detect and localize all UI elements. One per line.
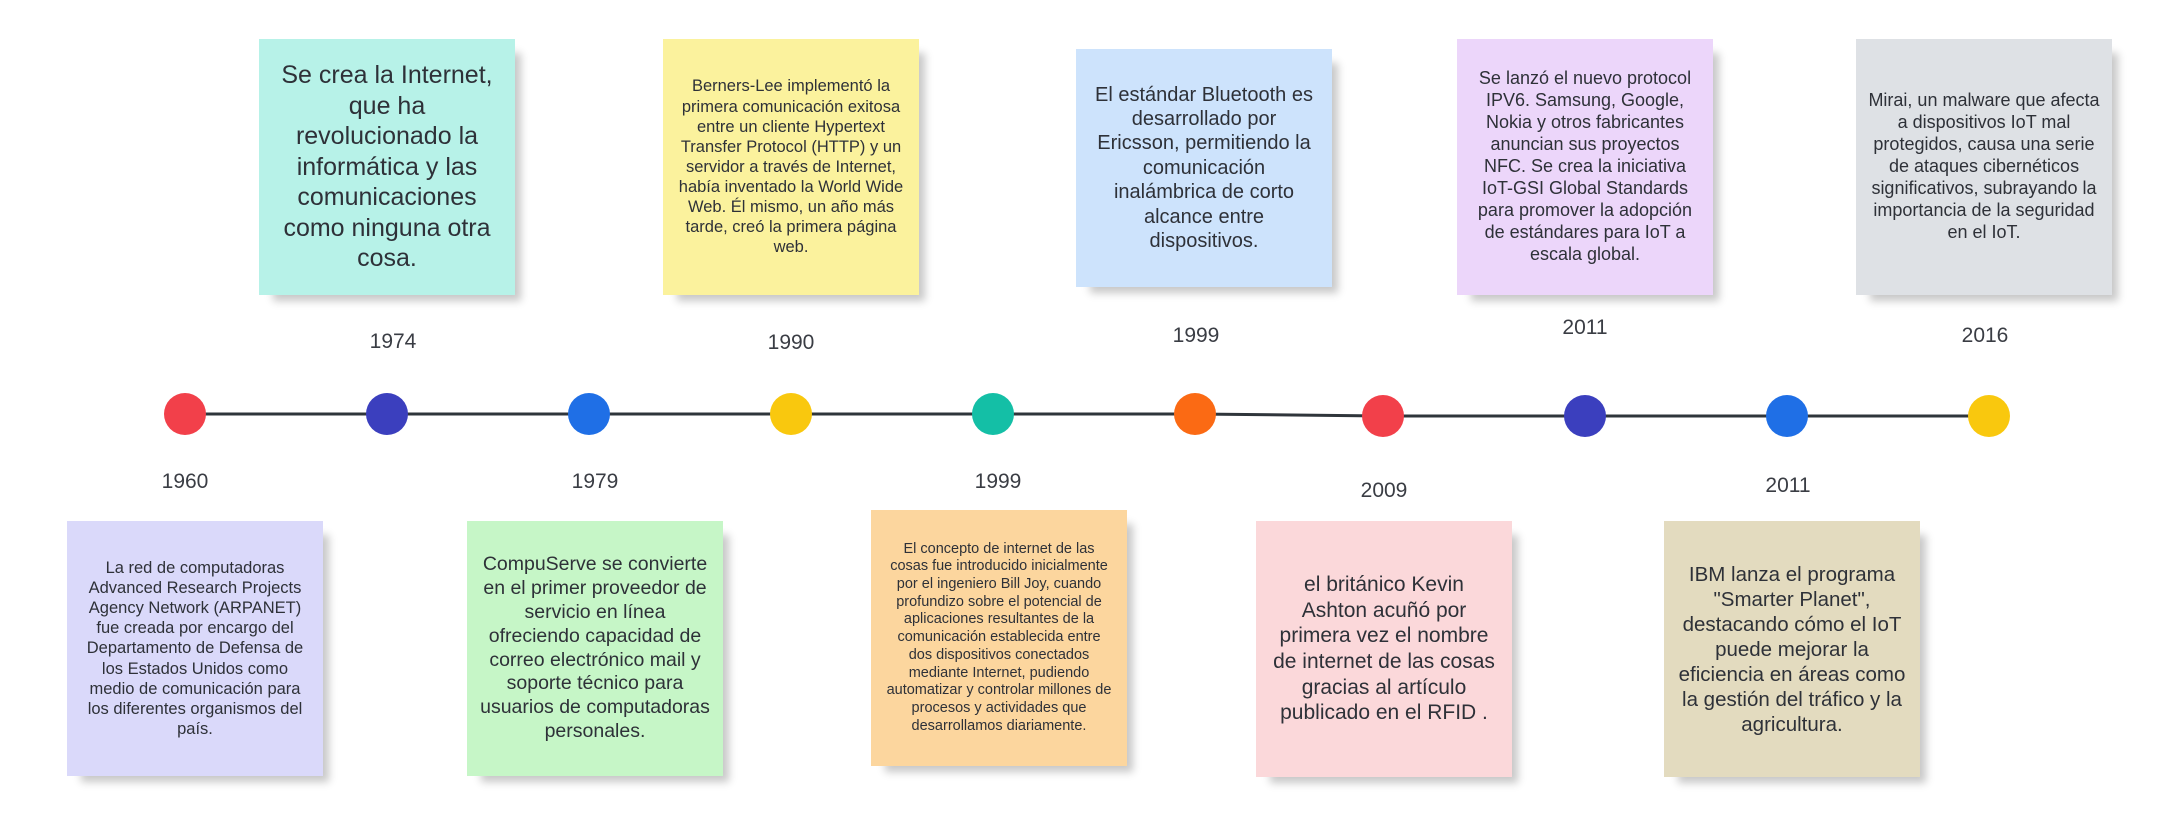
- year-label-1999-b: 1999: [1172, 324, 1220, 347]
- milestone-dot-1999-b: [1174, 393, 1216, 435]
- sticky-note-1999-iot-concept[interactable]: El concepto de internet de las cosas fue…: [871, 510, 1127, 766]
- year-label-1960: 1960: [161, 470, 209, 493]
- sticky-note-2011-ipv6[interactable]: Se lanzó el nuevo protocol IPV6. Samsung…: [1457, 39, 1713, 295]
- milestone-dot-1990: [770, 393, 812, 435]
- sticky-note-text: CompuServe se convierte en el primer pro…: [480, 553, 710, 742]
- milestone-dot-1979: [568, 393, 610, 435]
- sticky-note-1960[interactable]: La red de computadoras Advanced Research…: [67, 521, 323, 776]
- sticky-note-1974[interactable]: Se crea la Internet, que ha revolucionad…: [259, 39, 515, 295]
- sticky-note-2009[interactable]: el británico Kevin Ashton acuñó por prim…: [1256, 521, 1512, 777]
- sticky-note-text: Se crea la Internet, que ha revolucionad…: [281, 61, 493, 273]
- milestone-dot-1960: [164, 393, 206, 435]
- milestone-dot-2011-b: [1766, 395, 1808, 437]
- year-label-2011-a: 2011: [1562, 316, 1608, 339]
- milestone-dot-2011-a: [1564, 395, 1606, 437]
- year-label-2016: 2016: [1961, 324, 2009, 347]
- sticky-note-text: IBM lanza el programa "Smarter Planet", …: [1678, 562, 1906, 736]
- timeline-line: [185, 412, 1989, 418]
- sticky-note-text: Berners-Lee implementó la primera comuni…: [678, 77, 904, 257]
- sticky-note-2011-ibm[interactable]: IBM lanza el programa "Smarter Planet", …: [1664, 521, 1920, 777]
- sticky-note-text: Mirai, un malware que afecta a dispositi…: [1868, 90, 2100, 242]
- milestone-dot-2009: [1362, 395, 1404, 437]
- year-label-1974: 1974: [369, 330, 417, 353]
- year-label-1990: 1990: [767, 331, 815, 354]
- milestone-dot-1999-a: [972, 393, 1014, 435]
- sticky-note-text: Se lanzó el nuevo protocol IPV6. Samsung…: [1477, 68, 1693, 264]
- year-label-1999-a: 1999: [974, 470, 1022, 493]
- year-label-2009: 2009: [1360, 479, 1408, 502]
- sticky-note-1979[interactable]: CompuServe se convierte en el primer pro…: [467, 521, 723, 776]
- sticky-note-1999-bluetooth[interactable]: El estándar Bluetooth es desarrollado po…: [1076, 49, 1332, 287]
- year-label-1979: 1979: [571, 470, 619, 493]
- sticky-note-2016[interactable]: Mirai, un malware que afecta a dispositi…: [1856, 39, 2112, 295]
- sticky-note-text: El estándar Bluetooth es desarrollado po…: [1095, 83, 1313, 252]
- milestone-dot-2016: [1968, 395, 2010, 437]
- sticky-note-text: El concepto de internet de las cosas fue…: [886, 540, 1112, 734]
- sticky-note-1990[interactable]: Berners-Lee implementó la primera comuni…: [663, 39, 919, 295]
- year-label-2011-b: 2011: [1765, 474, 1811, 497]
- sticky-note-text: el británico Kevin Ashton acuñó por prim…: [1273, 573, 1495, 725]
- milestone-dot-1974: [366, 393, 408, 435]
- sticky-note-text: La red de computadoras Advanced Research…: [86, 558, 304, 738]
